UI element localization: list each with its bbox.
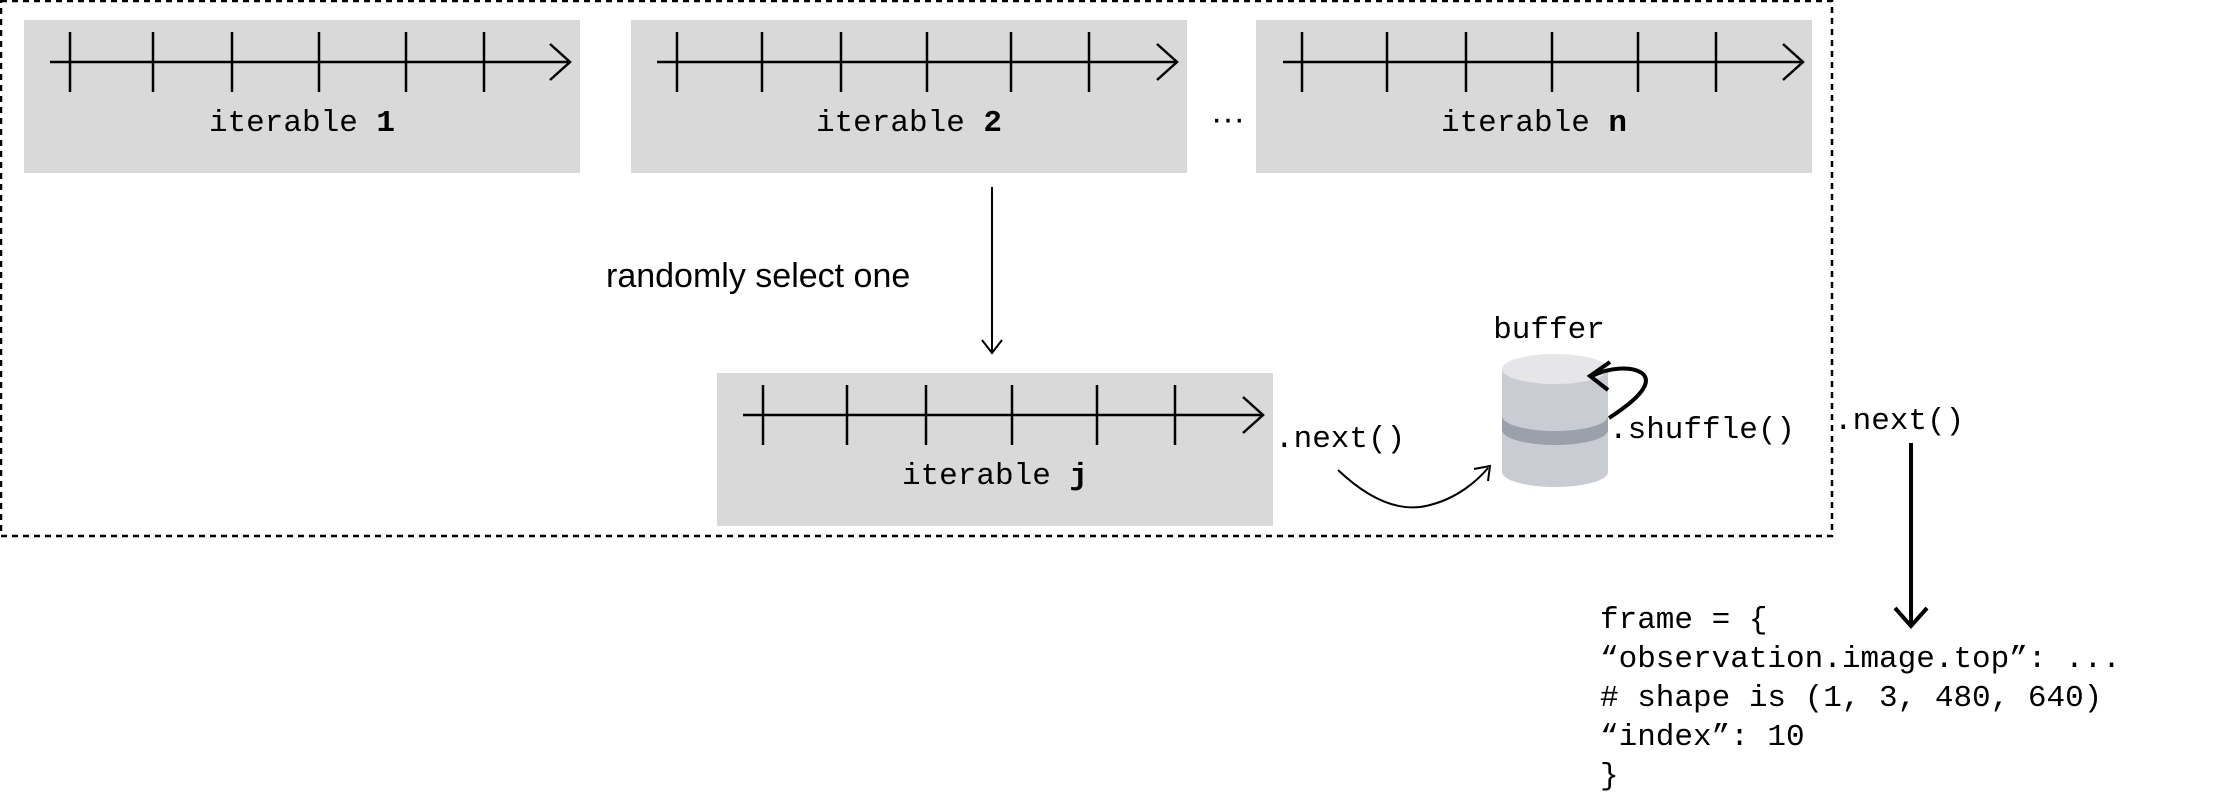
frame-code-block: frame = { “observation.image.top”: ... #… — [1600, 603, 2121, 794]
shuffle-loop-arrow-head — [1586, 360, 1612, 392]
iterable-panel-1: iterable 1 — [24, 20, 580, 173]
frame-line: “observation.image.top”: ... — [1600, 642, 2121, 677]
iterable-label: iterable n — [1441, 106, 1627, 141]
frame-line: # shape is (1, 3, 480, 640) — [1600, 681, 2102, 716]
shuffle-label: .shuffle() — [1609, 413, 1795, 448]
iterable-label: iterable 2 — [816, 106, 1002, 141]
shuffle-loop-arrow — [1591, 366, 1648, 420]
output-arrow-head — [1893, 606, 1929, 630]
iterable-panel-2: iterable 2 — [631, 20, 1187, 173]
frame-line: frame = { — [1600, 603, 1767, 638]
select-label: randomly select one — [606, 257, 910, 295]
timeline-2 — [657, 32, 1179, 92]
iterable-panel-bg — [717, 373, 1273, 526]
ellipsis: ··· — [1211, 100, 1245, 138]
next-label-outer: .next() — [1834, 404, 1964, 439]
timeline-j — [743, 385, 1265, 445]
iterable-panel-bg — [24, 20, 580, 173]
buffer-label: buffer — [1493, 313, 1605, 348]
iterable-panel-n: iterable n — [1256, 20, 1812, 173]
iterable-panel-bg — [631, 20, 1187, 173]
iterable-label: iterable 1 — [209, 106, 395, 141]
iterable-panel-bg — [1256, 20, 1812, 173]
next-label-inner: .next() — [1275, 422, 1405, 457]
next-curve-arrow — [1337, 467, 1489, 509]
dataset-boundary — [0, 0, 1834, 538]
buffer-icon — [1502, 354, 1608, 487]
timeline-1 — [50, 32, 572, 92]
next-curve-arrow-head — [1473, 464, 1492, 482]
frame-line: } — [1600, 759, 1619, 794]
iterable-label: iterable j — [902, 459, 1088, 494]
frame-line: “index”: 10 — [1600, 720, 1805, 755]
select-arrow-head — [981, 339, 1003, 355]
timeline-n — [1283, 32, 1805, 92]
iterable-panel-j: iterable j — [717, 373, 1273, 526]
